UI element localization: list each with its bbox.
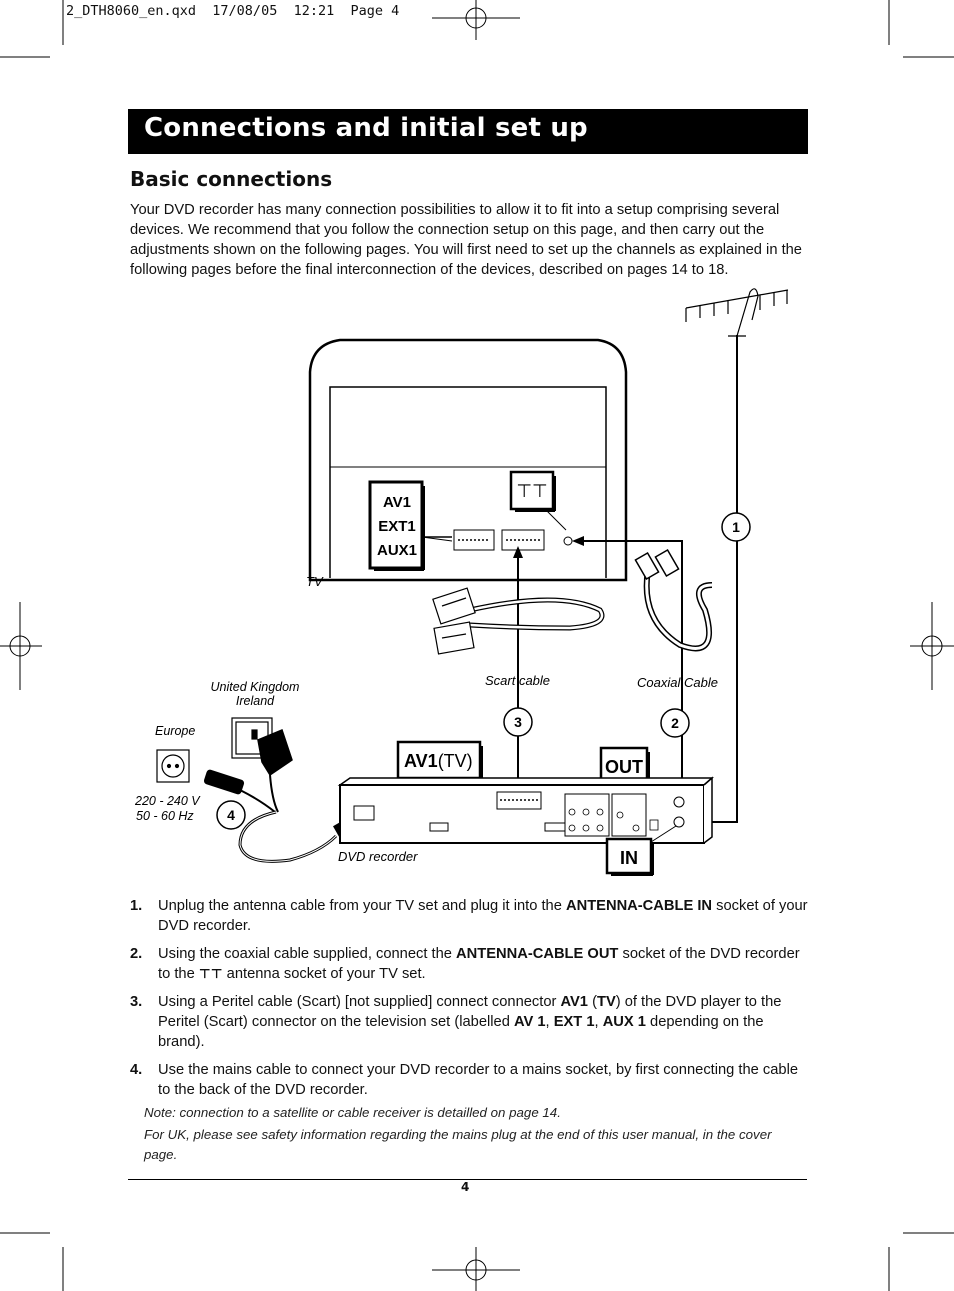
step-2-text: Using the coaxial cable supplied, connec… (158, 946, 800, 982)
step-2-number: 2. (130, 946, 143, 962)
footer-rule (128, 1179, 807, 1180)
callout-2: 2 (671, 715, 679, 731)
step-4-number: 4. (130, 1062, 143, 1078)
note-uk-safety: For UK, please see safety information re… (144, 1127, 772, 1162)
scart-cable-icon (432, 587, 605, 655)
tv-box-aux1: AUX1 (377, 542, 417, 559)
tv-label: TV (306, 574, 324, 589)
dvd-recorder (337, 776, 714, 844)
tv-antenna-symbol: ⊤⊤ (516, 481, 547, 502)
tv-antenna-symbol-box (509, 470, 555, 511)
uk-wall-socket-icon (231, 717, 273, 759)
antenna-socket-icon: ⊤⊤ (198, 967, 223, 982)
callout-4: 4 (227, 807, 235, 823)
tv-box-ext1: EXT1 (378, 518, 416, 535)
tv-box-av1: AV1 (383, 494, 411, 511)
page-number: 4 (461, 1180, 470, 1194)
coaxial-cable-icon (634, 548, 713, 652)
file-slug: 2_DTH8060_en.qxd 17/08/05 12:21 Page 4 (66, 3, 400, 19)
in-label: IN (620, 848, 638, 868)
out-label: OUT (605, 757, 643, 777)
section-title: Basic connections (130, 167, 333, 191)
europe-label: Europe (155, 724, 195, 738)
euro-plug-icon (203, 769, 276, 813)
voltage-label: 220 - 240 V (134, 794, 201, 808)
callout-1: 1 (732, 519, 740, 535)
step-4-text: Use the mains cable to connect your DVD … (158, 1062, 799, 1098)
chapter-title: Connections and initial set up (144, 113, 588, 143)
euro-wall-socket-icon (156, 749, 190, 783)
dvd-recorder-label: DVD recorder (338, 849, 418, 864)
tv-set (308, 338, 628, 582)
uk-label-2: Ireland (236, 694, 275, 708)
chapter-banner: Connections and initial set up (128, 109, 808, 154)
step-3-text: Using a Peritel cable (Scart) [not suppl… (158, 994, 782, 1050)
uk-label-1: United Kingdom (211, 680, 300, 694)
step-1-text: Unplug the antenna cable from your TV se… (158, 898, 808, 934)
uk-plug-icon (257, 728, 293, 813)
av1-tv-label: AV1(TV) (404, 751, 473, 771)
scart-cable-label: Scart cable (485, 673, 550, 688)
callout-3: 3 (514, 714, 522, 730)
note-satellite: Note: connection to a satellite or cable… (144, 1105, 561, 1120)
intro-paragraph: Your DVD recorder has many connection po… (130, 202, 802, 278)
step-1-number: 1. (130, 898, 143, 914)
mains-cable (238, 810, 338, 863)
frequency-label: 50 - 60 Hz (136, 809, 194, 823)
coaxial-cable-label: Coaxial Cable (637, 675, 718, 690)
step-3-number: 3. (130, 994, 143, 1010)
